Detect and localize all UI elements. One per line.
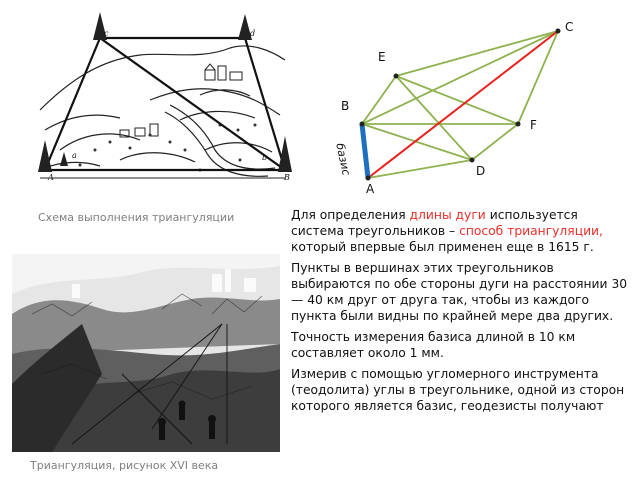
sketch-label-B: B (283, 173, 290, 182)
paragraph-1-start: Для определения (291, 208, 410, 222)
vertex-A (365, 175, 371, 181)
edge-E-B (361, 75, 397, 125)
triangulation-engraving-image (12, 254, 280, 452)
sketch-label-c: c (104, 29, 109, 38)
vertex-F (515, 121, 521, 127)
paragraph-4: Измерив с помощью угломерного инструмент… (291, 367, 625, 413)
sketch-label-A: A (47, 173, 54, 182)
sketch-label-d: d (250, 29, 255, 38)
paragraph-1-middle: используется система треугольников – (291, 208, 578, 238)
point-label-C: C (565, 20, 574, 34)
edge-F-D (471, 123, 519, 161)
edge-A-D (367, 159, 473, 179)
vertex-D (469, 157, 475, 163)
arc-line-A-C (367, 30, 559, 179)
highlight-arc-length: длины дуги (409, 208, 486, 222)
highlight-triangulation-method: способ триангуляции, (459, 224, 603, 238)
edge-E-F (395, 75, 519, 125)
vertex-E (393, 73, 399, 79)
point-label-B: B (341, 99, 350, 113)
caption-engraving: Триангуляция, рисунок XVI века (30, 459, 219, 472)
edge-C-E (395, 30, 559, 77)
point-label-A: A (366, 182, 375, 196)
vertex-C (555, 28, 561, 34)
sketch-label-a: a (72, 151, 77, 160)
point-label-D: D (476, 164, 486, 178)
paragraph-2: Пункты в вершинах этих треугольников выб… (291, 261, 628, 323)
basis-line (359, 123, 371, 179)
edge-B-D (361, 123, 473, 161)
paragraph-1: Для определения длины дуги используется … (291, 207, 630, 255)
edge-C-B (361, 30, 559, 125)
edge-C-F (517, 30, 559, 125)
vertex-B (359, 121, 365, 127)
caption-triangulation-scheme: Схема выполнения триангуляции (38, 211, 235, 224)
point-label-F: F (530, 118, 537, 132)
engraving-drawing (12, 254, 280, 452)
sketch-label-b: b (262, 153, 267, 162)
triangulation-edges (361, 30, 559, 179)
paragraph-3: Точность измерения базиса длиной в 10 км… (291, 330, 576, 360)
point-label-E: E (378, 50, 386, 64)
description-text: Для определения длины дуги используется … (291, 207, 630, 419)
paragraph-1-end: который впервые был применен еще в 1615 … (291, 240, 594, 254)
edge-E-D (395, 75, 473, 161)
